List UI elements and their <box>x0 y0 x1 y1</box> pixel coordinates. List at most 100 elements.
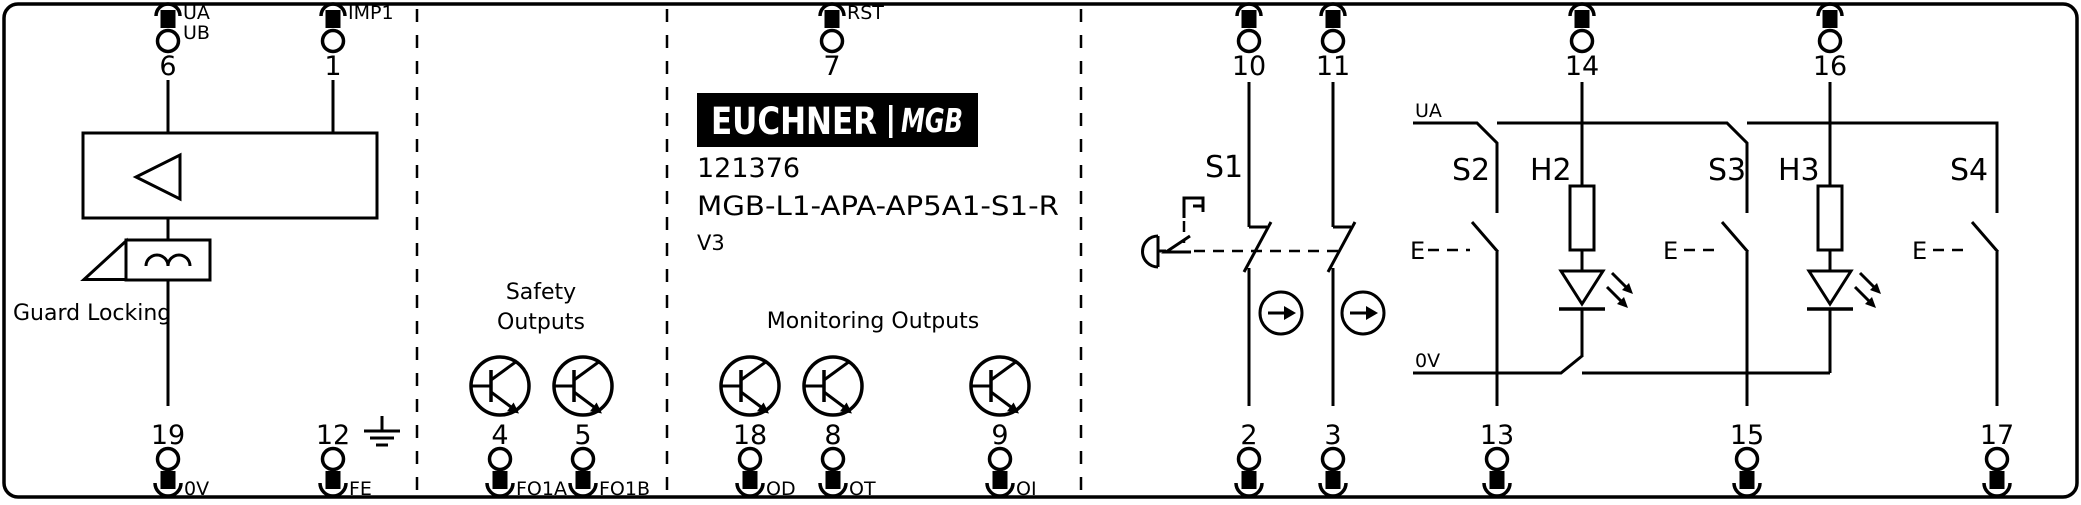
terminal-ring-icon <box>819 28 845 54</box>
pushbutton-contact-icon: E <box>1410 221 1500 406</box>
terminal-number: 12 <box>316 420 350 451</box>
plug-pin-icon <box>992 471 1008 489</box>
terminal-ring-icon <box>487 446 513 472</box>
terminal-bottom-9: 9 OI <box>985 420 1037 500</box>
guard-locking-label: Guard Locking <box>13 301 171 326</box>
terminal-top-10: 10 <box>1232 2 1266 82</box>
transistor-icon <box>802 355 864 417</box>
terminal-label: UA <box>183 2 210 24</box>
h3-label: H3 <box>1778 153 1820 188</box>
terminal-label: FE <box>349 478 372 500</box>
led-icon <box>1806 269 1854 307</box>
mgb-logo-text: MGB <box>901 101 963 140</box>
terminal-bottom-19: 19 0V <box>151 420 209 500</box>
plug-arc-icon <box>985 482 1015 498</box>
terminal-bottom-3: 3 <box>1318 420 1348 498</box>
plug-arc-icon <box>154 2 182 17</box>
ov-rail-label: 0V <box>1415 350 1440 372</box>
transistor-icon <box>469 355 531 417</box>
terminal-number: 18 <box>733 420 767 451</box>
terminal-ring-icon <box>320 446 346 472</box>
ua-rail <box>1413 121 1999 213</box>
euchner-logo-text: EUCHNER <box>711 100 877 143</box>
terminal-ring-icon <box>1320 28 1346 54</box>
plug-pin-icon <box>1325 10 1341 28</box>
terminal-ring-icon <box>155 446 181 472</box>
plug-pin-icon <box>1241 10 1257 28</box>
actuation-direction-icon <box>1258 290 1304 336</box>
terminal-ring-icon <box>1320 446 1346 472</box>
terminal-label: FO1A <box>516 478 567 500</box>
nc-contact-icon <box>1242 221 1273 406</box>
terminal-bottom-18: 18 OD <box>733 420 796 500</box>
button-led-section: UA 0V S2 H2 S3 H3 S4 E E E <box>1410 82 2000 406</box>
led-branch-h2 <box>1558 82 1633 357</box>
terminal-ring-icon <box>1734 446 1760 472</box>
ua-rail-label: UA <box>1415 100 1442 122</box>
terminal-top-6: 6 UA UB <box>154 2 210 82</box>
lock-wedge-icon <box>80 237 128 281</box>
terminal-ring-icon <box>1484 446 1510 472</box>
terminal-ring-icon <box>737 446 763 472</box>
plug-pin-icon <box>1325 471 1341 489</box>
manual-actuation-label: E <box>1663 237 1678 265</box>
plug-arc-icon <box>735 482 765 498</box>
actuation-direction-icon <box>1340 290 1386 336</box>
terminal-number: 13 <box>1480 420 1514 451</box>
transistor-icon <box>552 355 614 417</box>
terminal-bottom-13: 13 <box>1480 420 1514 498</box>
plug-pin-icon <box>160 10 176 28</box>
terminal-ring-icon <box>320 28 346 54</box>
resistor-icon <box>1568 184 1596 252</box>
guard-locking-section: Guard Locking <box>13 80 379 406</box>
plug-arc-icon <box>1235 2 1263 17</box>
terminal-label: UB <box>183 22 210 44</box>
terminal-bottom-17: 17 <box>1980 420 2014 498</box>
terminal-bottom-15: 15 <box>1730 420 1764 498</box>
terminal-label: RST <box>847 2 884 24</box>
terminal-number: 17 <box>1980 420 2014 451</box>
terminal-ring-icon <box>987 446 1013 472</box>
product-id-section: EUCHNER MGB 121376 MGB-L1-APA-AP5A1-S1-R… <box>697 93 1059 255</box>
plug-arc-icon <box>318 482 348 498</box>
terminal-ring-icon <box>1817 28 1843 54</box>
h2-label: H2 <box>1530 153 1572 188</box>
terminal-top-16: 16 <box>1813 2 1847 82</box>
earth-icon <box>364 416 400 447</box>
terminal-ring-icon <box>1569 28 1595 54</box>
transistor-icon <box>969 355 1031 417</box>
terminal-label: OD <box>766 478 796 500</box>
s3-label: S3 <box>1708 153 1746 188</box>
terminal-number: 15 <box>1730 420 1764 451</box>
plug-arc-icon <box>1568 2 1596 17</box>
terminal-label: IMP1 <box>348 2 394 24</box>
terminal-top-11: 11 <box>1316 2 1350 82</box>
terminal-ring-icon <box>1236 446 1262 472</box>
monitoring-outputs-section: Monitoring Outputs <box>719 309 1031 417</box>
plug-arc-icon <box>818 2 846 17</box>
terminal-ring-icon <box>820 446 846 472</box>
led-icon <box>1558 269 1606 307</box>
terminal-number: 16 <box>1813 51 1847 82</box>
terminal-label: OI <box>1016 478 1037 500</box>
terminal-number: 10 <box>1232 51 1266 82</box>
plug-pin-icon <box>1489 471 1505 489</box>
plug-arc-icon <box>1732 482 1762 498</box>
version-label: V3 <box>697 231 725 255</box>
plug-pin-icon <box>1822 10 1838 28</box>
resistor-icon <box>1816 184 1844 252</box>
plug-pin-icon <box>1574 10 1590 28</box>
plug-pin-icon <box>742 471 758 489</box>
s1-label: S1 <box>1205 150 1243 185</box>
solenoid-coil-icon <box>144 253 192 267</box>
type-code: MGB-L1-APA-AP5A1-S1-R <box>697 191 1059 222</box>
plug-pin-icon <box>1739 471 1755 489</box>
pushbutton-contact-icon: E <box>1663 221 1750 406</box>
plug-arc-icon <box>1982 482 2012 498</box>
terminal-ring-icon <box>155 28 181 54</box>
monitoring-outputs-label: Monitoring Outputs <box>767 309 980 334</box>
led-emission-arrows-icon <box>1853 271 1881 308</box>
terminal-number: 11 <box>1316 51 1350 82</box>
